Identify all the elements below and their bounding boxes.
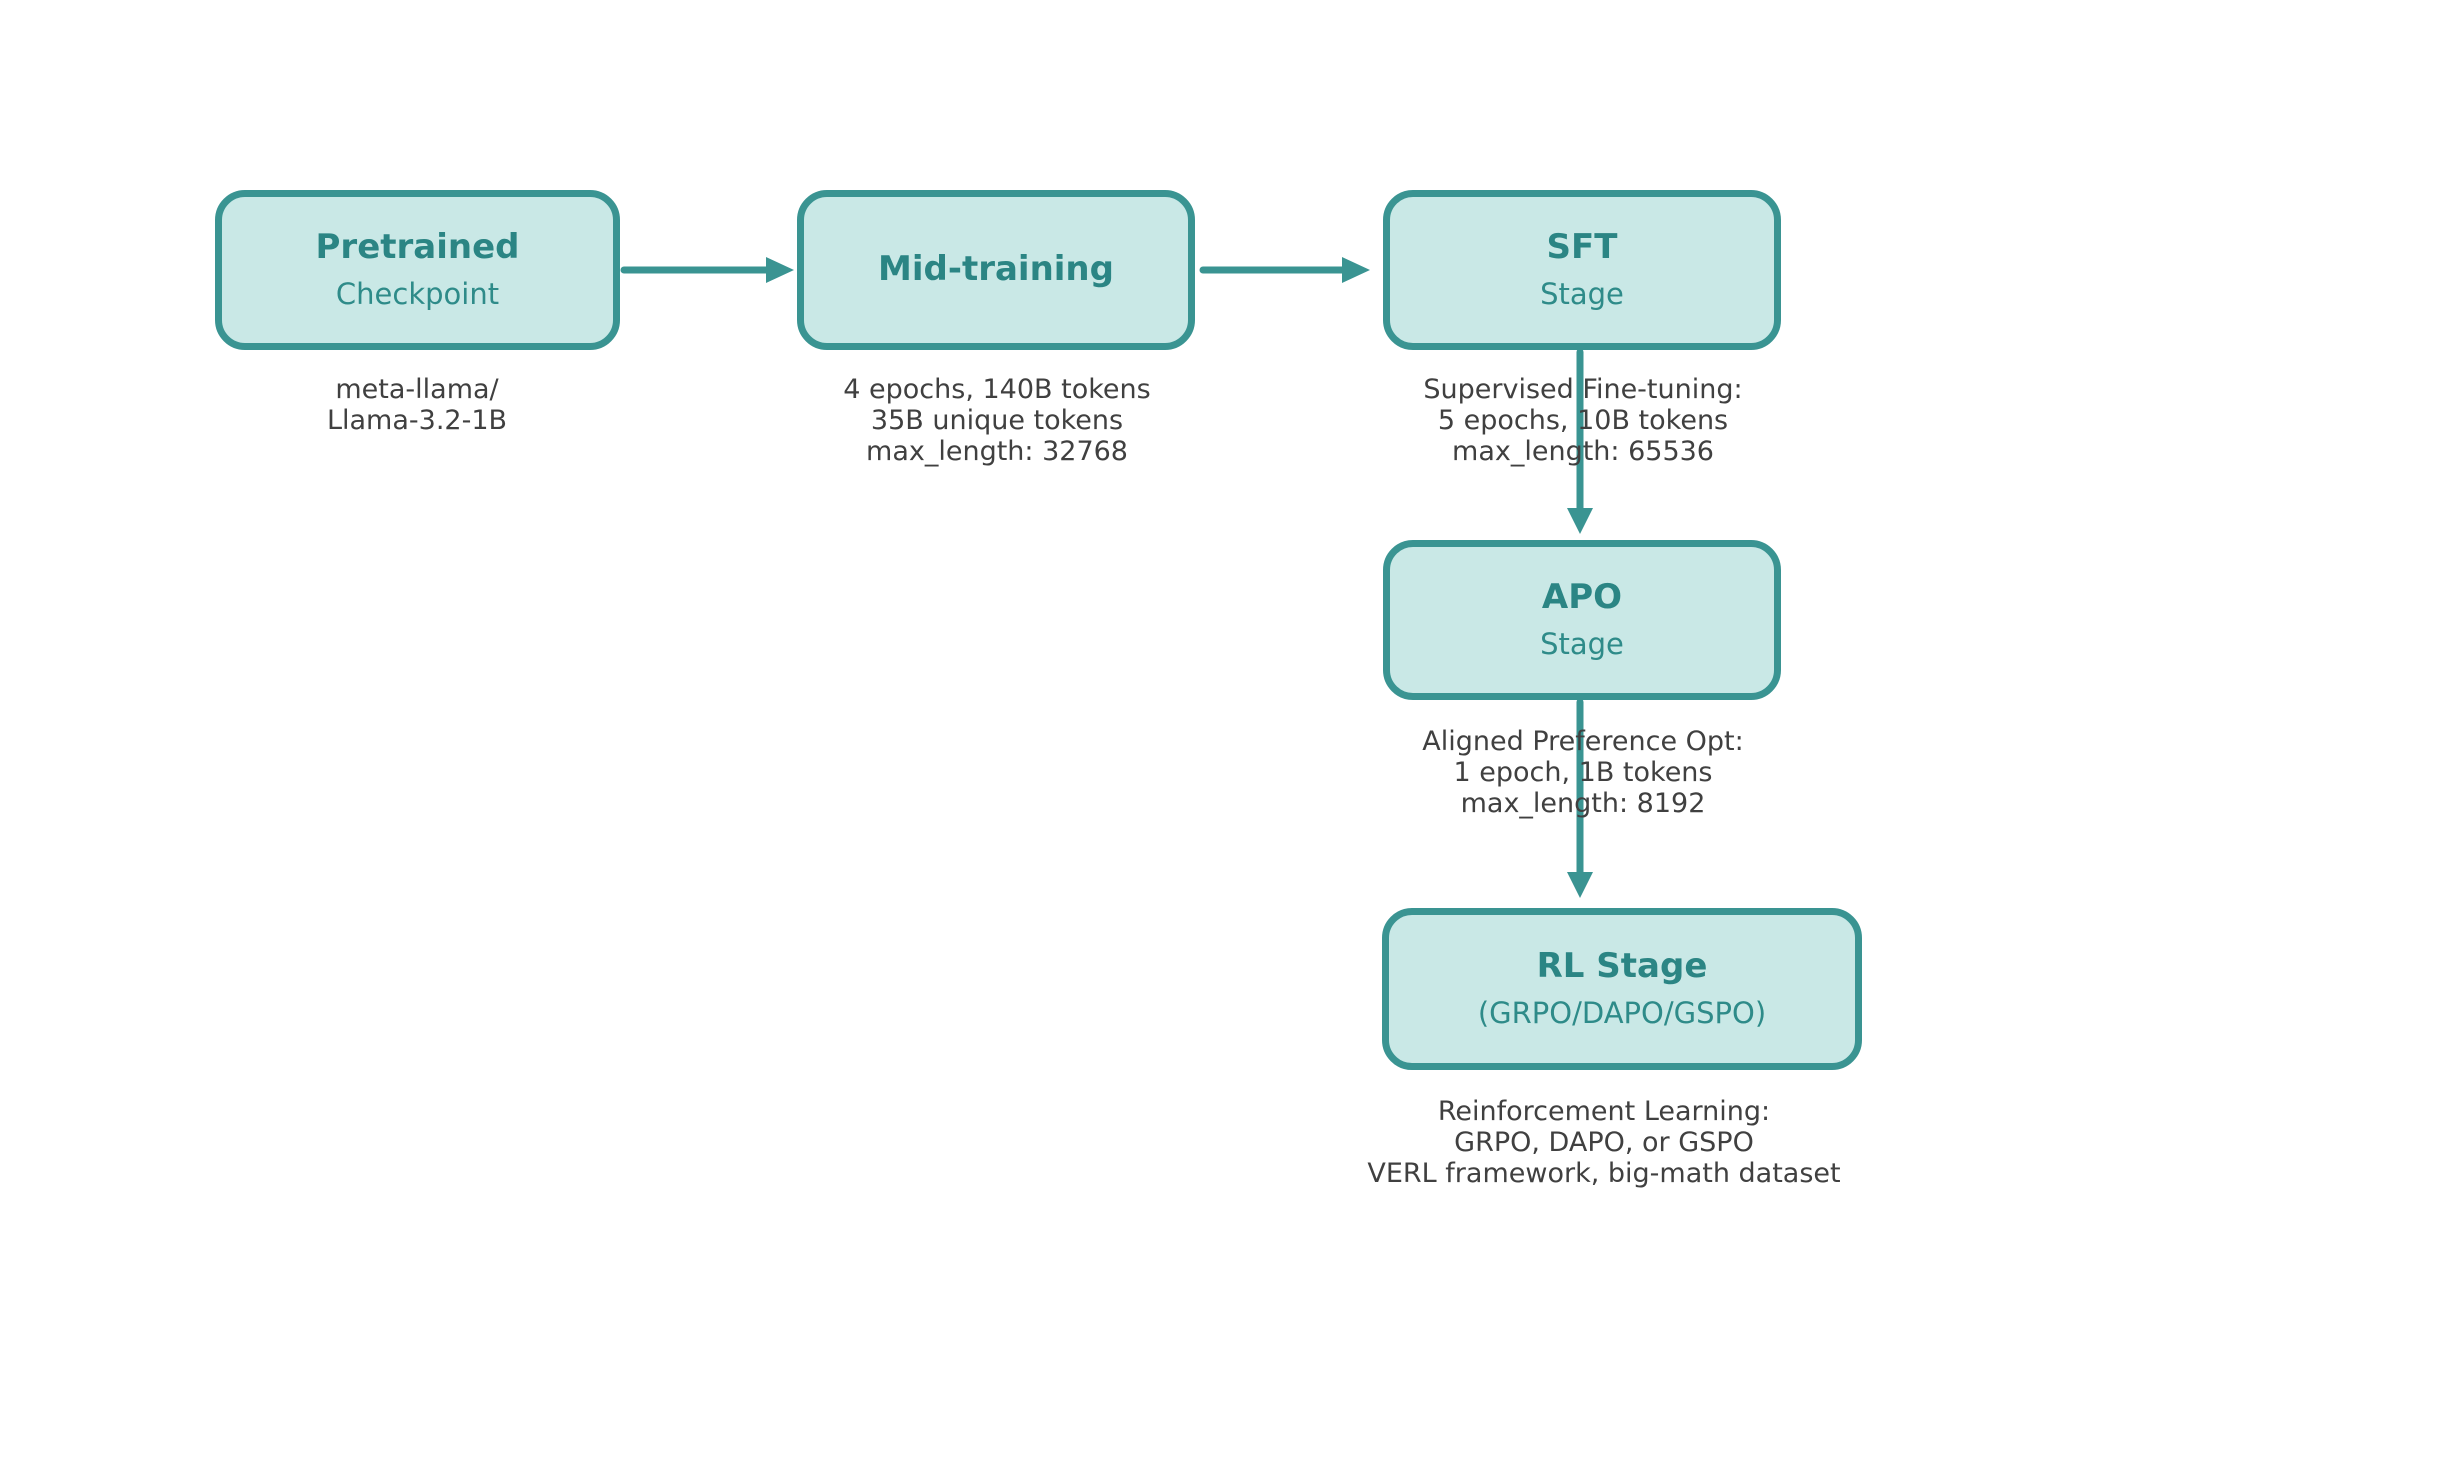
node-sft-title: SFT: [1546, 227, 1618, 268]
caption-rl-stage: Reinforcement Learning: GRPO, DAPO, or G…: [1254, 1096, 1954, 1189]
node-pretrained-title: Pretrained: [315, 227, 520, 268]
caption-sft: Supervised Fine-tuning: 5 epochs, 10B to…: [1283, 374, 1883, 467]
caption-line: 5 epochs, 10B tokens: [1437, 405, 1729, 436]
node-mid-training: Mid-training: [797, 190, 1195, 350]
arrow-pretrained-to-midtraining: [620, 257, 794, 283]
node-mid-training-title: Mid-training: [878, 249, 1114, 290]
caption-line: Llama-3.2-1B: [326, 405, 508, 436]
caption-line: VERL framework, big-math dataset: [1367, 1158, 1841, 1189]
caption-line: max_length: 8192: [1460, 788, 1706, 819]
caption-pretrained: meta-llama/ Llama-3.2-1B: [117, 374, 717, 436]
node-apo-title: APO: [1541, 577, 1623, 618]
node-apo: APO Stage: [1383, 540, 1781, 700]
caption-line: Supervised Fine-tuning:: [1423, 374, 1743, 405]
node-rl-stage: RL Stage (GRPO/DAPO/GSPO): [1382, 908, 1862, 1070]
caption-line: Aligned Preference Opt:: [1422, 726, 1744, 757]
caption-line: 35B unique tokens: [870, 405, 1124, 436]
caption-line: 1 epoch, 1B tokens: [1453, 757, 1713, 788]
caption-line: Reinforcement Learning:: [1437, 1096, 1771, 1127]
node-rl-stage-subtitle: (GRPO/DAPO/GSPO): [1477, 995, 1767, 1030]
caption-mid-training: 4 epochs, 140B tokens 35B unique tokens …: [697, 374, 1297, 467]
caption-line: GRPO, DAPO, or GSPO: [1454, 1127, 1754, 1158]
caption-line: max_length: 32768: [866, 436, 1128, 467]
arrow-apo-to-rl: [1567, 698, 1593, 898]
arrow-midtraining-to-sft: [1199, 257, 1370, 283]
node-sft: SFT Stage: [1383, 190, 1781, 350]
node-pretrained: Pretrained Checkpoint: [215, 190, 620, 350]
node-apo-subtitle: Stage: [1540, 626, 1624, 661]
caption-apo: Aligned Preference Opt: 1 epoch, 1B toke…: [1283, 726, 1883, 819]
node-sft-subtitle: Stage: [1540, 276, 1624, 311]
arrow-sft-to-apo: [1567, 348, 1593, 534]
caption-line: max_length: 65536: [1452, 436, 1714, 467]
node-pretrained-subtitle: Checkpoint: [335, 276, 500, 311]
caption-line: 4 epochs, 140B tokens: [843, 374, 1151, 405]
node-rl-stage-title: RL Stage: [1536, 946, 1708, 987]
caption-line: meta-llama/: [335, 374, 499, 405]
